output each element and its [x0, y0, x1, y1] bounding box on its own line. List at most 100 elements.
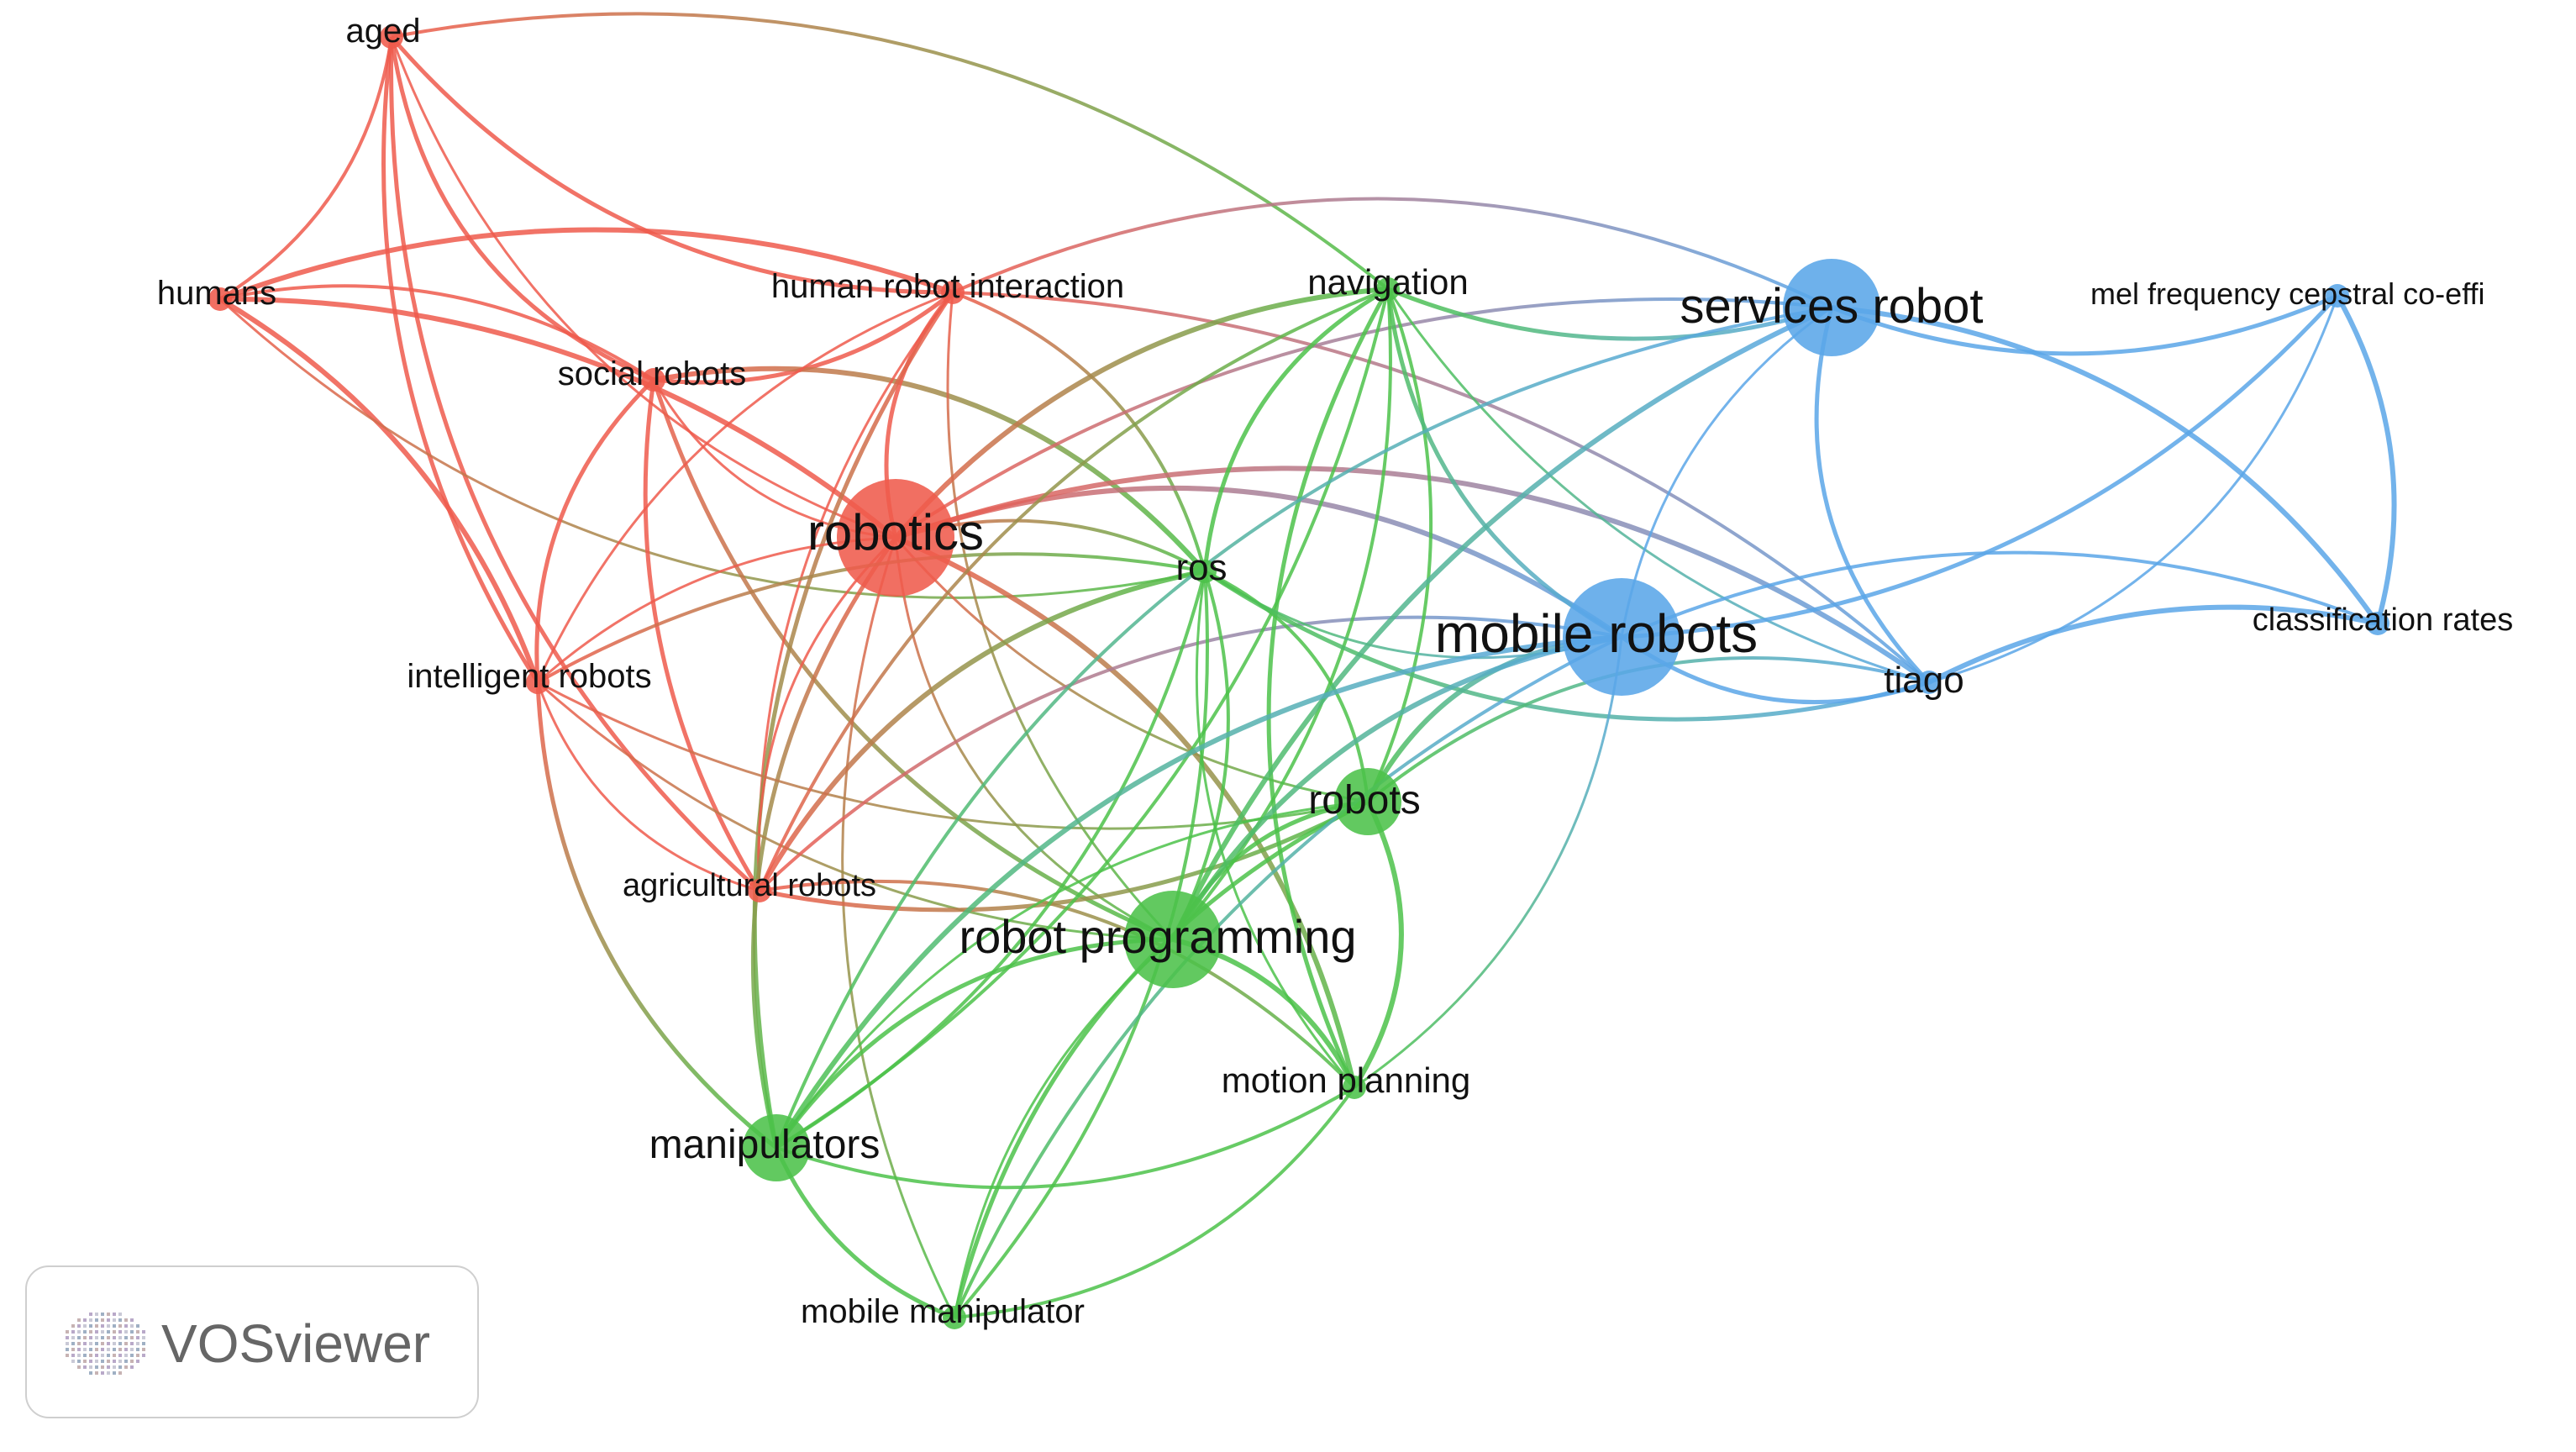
link-mobmanip-mobile — [953, 635, 1622, 1318]
link-robotics-navigation — [893, 287, 1389, 539]
link-social-ros — [653, 366, 1207, 573]
node-label-navigation: navigation — [1307, 262, 1468, 302]
link-motion-manip — [775, 1086, 1356, 1190]
link-intelligent-manip — [535, 681, 778, 1150]
node-label-aged: aged — [346, 13, 421, 50]
link-services-melfreq — [1831, 293, 2339, 356]
node-label-classrates: classification rates — [2253, 602, 2513, 638]
links-layer — [218, 12, 2397, 1320]
node-label-agri: agricultural robots — [623, 868, 876, 903]
node-tiago[interactable] — [1917, 671, 1941, 694]
link-robotics-robots — [894, 537, 1369, 803]
link-manip-services — [775, 306, 1832, 1149]
node-humans[interactable] — [208, 287, 232, 311]
node-navigation[interactable] — [1376, 277, 1400, 301]
node-motion[interactable] — [1343, 1076, 1366, 1099]
node-label-mobmanip: mobile manipulator — [801, 1293, 1085, 1330]
node-hri[interactable] — [941, 281, 965, 304]
link-navigation-ros — [1202, 287, 1390, 572]
link-humans-robotics — [219, 296, 897, 540]
link-intelligent-robprog — [536, 681, 1174, 941]
link-humans-hri — [218, 227, 954, 302]
node-robprog[interactable] — [1124, 891, 1222, 988]
link-hri-services — [952, 197, 1832, 309]
link-robotics-robprog — [894, 537, 1174, 941]
node-label-tiago: tiago — [1884, 660, 1964, 701]
link-mobile-classrates — [1621, 550, 2379, 639]
node-label-robotics: robotics — [807, 504, 984, 560]
link-robotics-mobmanip — [841, 537, 956, 1318]
node-label-robprog: robot programming — [959, 910, 1356, 963]
link-humans-ros — [218, 297, 1206, 599]
link-tiago-melfreq — [1928, 295, 2339, 684]
link-services-tiago — [1814, 307, 1931, 684]
link-hri-robprog — [946, 292, 1175, 941]
nodes-layer — [208, 25, 2389, 1329]
node-label-intelligent: intelligent robots — [407, 658, 651, 695]
link-hri-tiago — [952, 291, 1931, 684]
link-ros-robots — [1204, 570, 1369, 802]
link-hri-intelligent — [536, 291, 954, 683]
link-ros-manip — [775, 571, 1207, 1150]
link-aged-navigation — [391, 12, 1390, 291]
link-navigation-robots — [1366, 288, 1433, 802]
link-navigation-motion — [1266, 287, 1391, 1089]
node-mobile[interactable] — [1563, 578, 1680, 696]
link-ros-tiago — [1203, 569, 1930, 722]
link-hri-manip — [752, 291, 955, 1149]
node-classrates[interactable] — [2366, 612, 2389, 635]
link-aged-social — [389, 36, 655, 382]
node-agri[interactable] — [748, 879, 771, 902]
link-agri-ros — [757, 569, 1206, 892]
link-hri-ros — [952, 291, 1207, 572]
node-label-humans: humans — [157, 275, 276, 312]
node-mobmanip[interactable] — [943, 1306, 966, 1329]
link-manip-mobmanip — [774, 1146, 955, 1320]
link-agri-mobile — [758, 615, 1622, 892]
node-label-melfreq: mel frequency cepstral co-effi — [2090, 276, 2485, 311]
node-social[interactable] — [642, 368, 665, 392]
link-aged-intelligent — [381, 36, 540, 684]
link-robots-mobmanip — [952, 799, 1369, 1318]
link-robotics-motion — [894, 535, 1357, 1088]
node-label-motion: motion planning — [1222, 1060, 1471, 1100]
link-tiago-classrates — [1927, 604, 2379, 685]
link-navigation-tiago — [1386, 288, 1930, 684]
node-intelligent[interactable] — [526, 671, 549, 694]
link-intelligent-agri — [536, 681, 760, 892]
link-motion-mobmanip — [954, 1086, 1356, 1319]
link-robprog-services — [1170, 305, 1833, 941]
link-motion-mobile — [1354, 636, 1623, 1089]
link-humans-intelligent — [218, 297, 540, 684]
link-robotics-manip — [750, 536, 898, 1149]
node-ros[interactable] — [1193, 560, 1217, 583]
link-robprog-mobmanip — [953, 938, 1174, 1318]
node-label-robots: robots — [1308, 778, 1420, 823]
node-label-manip: manipulators — [649, 1123, 881, 1167]
link-aged-humans — [218, 36, 393, 301]
node-robotics[interactable] — [837, 479, 954, 597]
node-label-hri: human robot interaction — [771, 268, 1124, 305]
link-robotics-services — [894, 297, 1832, 539]
link-humans-social — [219, 284, 655, 381]
vosviewer-logo-icon — [66, 1313, 145, 1375]
vosviewer-logo-text: VOSviewer — [161, 1313, 431, 1374]
link-social-intelligent — [534, 378, 655, 683]
link-manip-mobile — [774, 634, 1622, 1150]
node-label-services: services robot — [1680, 279, 1983, 334]
link-intelligent-robots — [537, 681, 1369, 830]
link-aged-hri — [390, 35, 954, 295]
node-melfreq[interactable] — [2326, 284, 2349, 308]
link-aged-robotics — [390, 36, 896, 539]
node-services[interactable] — [1783, 259, 1880, 356]
node-manip[interactable] — [743, 1114, 810, 1181]
node-aged[interactable] — [380, 25, 403, 49]
link-ros-robprog — [1171, 571, 1230, 940]
link-navigation-services — [1387, 287, 1832, 341]
link-agri-motion — [759, 879, 1356, 1089]
node-robots[interactable] — [1334, 768, 1401, 835]
link-services-classrates — [1831, 305, 2380, 625]
link-mobile-melfreq — [1621, 294, 2339, 639]
